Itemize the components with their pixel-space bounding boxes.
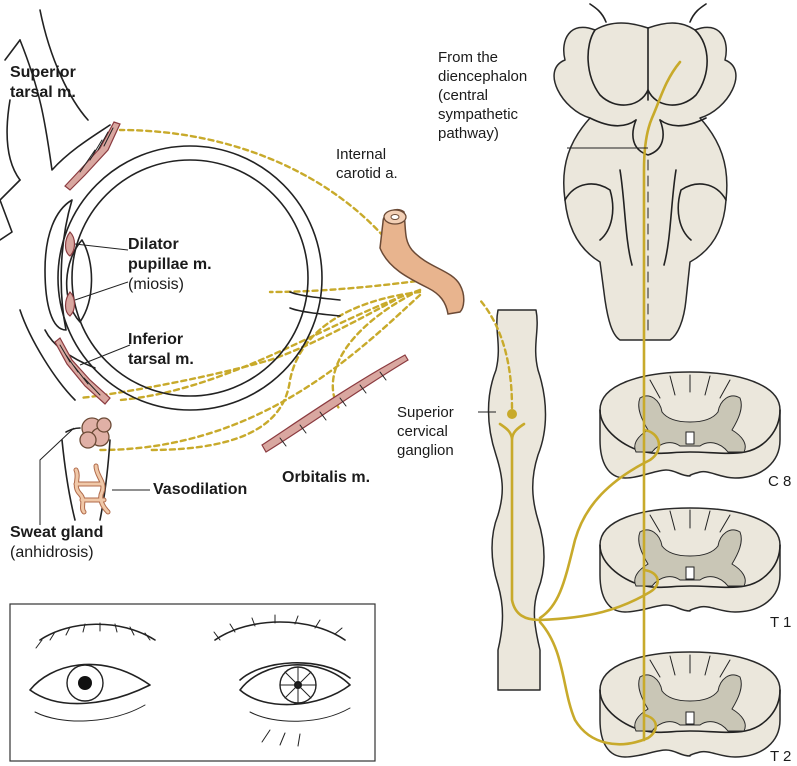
superior-tarsal-label-2: tarsal m. — [10, 83, 76, 102]
segment-t2-label: T 2 — [770, 747, 791, 766]
spinal-cord-c8 — [600, 372, 780, 478]
diencephalon-label-2: diencephalon — [438, 67, 527, 86]
internal-carotid-label-1: Internal — [336, 145, 386, 164]
spinal-cord-t2 — [600, 652, 780, 757]
sweat-gland-label-2: (anhidrosis) — [10, 543, 94, 562]
diencephalon-label-1: From the — [438, 48, 498, 67]
sweat-gland-label-1: Sweat gland — [10, 523, 103, 542]
inferior-tarsal-label-1: Inferior — [128, 330, 183, 349]
sympathetic-trunk — [489, 310, 546, 690]
face-inset — [10, 604, 375, 761]
inferior-tarsal-muscle — [55, 338, 110, 404]
superior-tarsal-label-1: Superior — [10, 63, 76, 82]
vasodilation-label: Vasodilation — [153, 480, 247, 499]
ganglion-label-2: cervical — [397, 422, 448, 441]
diencephalon-label-5: pathway) — [438, 124, 499, 143]
internal-carotid-label-2: carotid a. — [336, 164, 398, 183]
ganglion-label-3: ganglion — [397, 441, 454, 460]
orbitalis-label: Orbitalis m. — [282, 468, 370, 487]
diencephalon-label-3: (central — [438, 86, 488, 105]
dilator-label-2: pupillae m. — [128, 255, 212, 274]
vessel-network — [76, 466, 108, 512]
sweat-gland — [66, 418, 111, 448]
dilator-label-3: (miosis) — [128, 275, 184, 294]
segment-c8-label: C 8 — [768, 472, 791, 491]
internal-carotid-artery — [380, 210, 464, 314]
segment-t1-label: T 1 — [770, 613, 791, 632]
inferior-tarsal-label-2: tarsal m. — [128, 350, 194, 369]
diencephalon-label-4: sympathetic — [438, 105, 518, 124]
spinal-cord-t1 — [600, 508, 780, 612]
superior-tarsal-muscle — [65, 122, 120, 190]
dilator-label-1: Dilator — [128, 235, 179, 254]
ganglion-label-1: Superior — [397, 403, 454, 422]
